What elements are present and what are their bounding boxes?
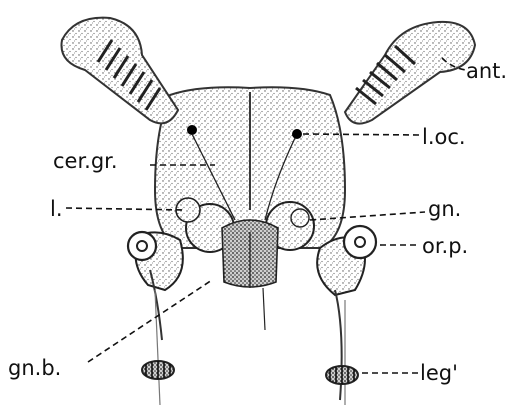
label-cer-gr: cer.gr. — [53, 149, 118, 173]
label-or-p: or.p. — [422, 234, 468, 258]
right-ocellus — [292, 129, 302, 139]
gnathal-base — [222, 220, 278, 330]
left-leg — [142, 361, 174, 379]
right-antenna — [345, 22, 475, 124]
left-ocellus — [187, 125, 197, 135]
left-oral-papilla — [128, 232, 183, 340]
label-leg: leg' — [420, 361, 458, 385]
left-antenna — [61, 18, 178, 124]
label-l: l. — [50, 197, 63, 221]
label-gn-b: gn.b. — [8, 356, 61, 380]
label-l-oc: l.oc. — [422, 125, 466, 149]
label-gn: gn. — [428, 197, 461, 221]
right-leg — [326, 366, 358, 384]
label-ant: ant. — [466, 59, 507, 83]
